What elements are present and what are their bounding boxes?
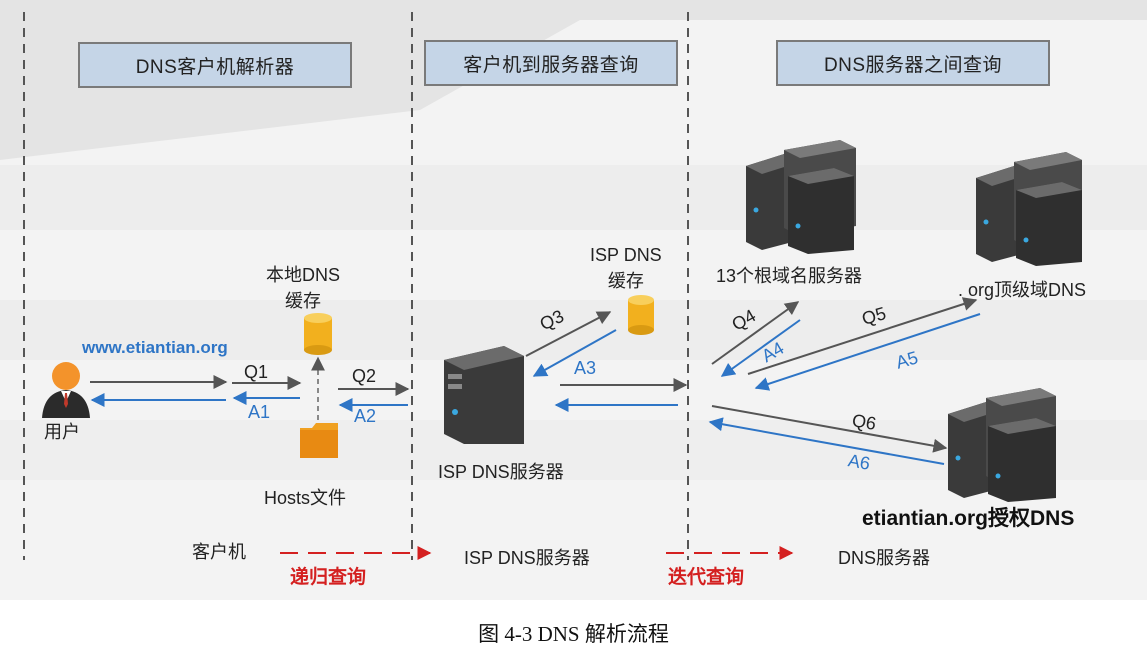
label-a2: A2 bbox=[354, 406, 377, 426]
auth-dns-label: etiantian.org授权DNS bbox=[862, 507, 1075, 530]
local-cache-label: 本地DNS 缓存 bbox=[266, 265, 341, 311]
bottom-isp-server-label: ISP DNS服务器 bbox=[464, 548, 590, 568]
iterative-query-label: 迭代查询 bbox=[668, 567, 745, 588]
arrow-a4 bbox=[720, 319, 801, 377]
label-q6: Q6 bbox=[850, 410, 878, 434]
hosts-file-label: Hosts文件 bbox=[264, 488, 347, 508]
header-client-to-server: 客户机到服务器查询 bbox=[424, 40, 678, 86]
arrow-q4 bbox=[711, 301, 800, 365]
recursive-query-label: 递归查询 bbox=[290, 567, 367, 588]
background-bands bbox=[0, 0, 1147, 560]
header-between-servers: DNS服务器之间查询 bbox=[776, 40, 1050, 86]
arrow-q3 bbox=[525, 311, 612, 357]
isp-server-icon bbox=[444, 346, 524, 444]
arrow-a3 bbox=[532, 329, 617, 377]
auth-dns-servers-icon bbox=[948, 388, 1056, 502]
label-q2: Q2 bbox=[352, 366, 377, 386]
label-a6: A6 bbox=[846, 450, 872, 474]
root-servers-icon bbox=[746, 140, 856, 254]
local-cache-icon bbox=[304, 313, 332, 355]
label-a1: A1 bbox=[248, 402, 271, 422]
bottom-dns-server-label: DNS服务器 bbox=[838, 548, 931, 568]
label-q1: Q1 bbox=[244, 362, 269, 382]
arrow-a5 bbox=[754, 313, 981, 391]
isp-cache-icon bbox=[628, 295, 654, 335]
arrow-q5 bbox=[747, 297, 978, 375]
org-tld-label: . org顶级域DNS bbox=[958, 280, 1087, 300]
isp-cache-label: ISP DNS 缓存 bbox=[590, 245, 662, 291]
label-a3: A3 bbox=[574, 358, 597, 378]
flow-arrows bbox=[90, 297, 981, 560]
user-label: 用户 bbox=[44, 422, 80, 442]
folder-icon bbox=[300, 423, 338, 458]
isp-server-label: ISP DNS服务器 bbox=[438, 462, 564, 482]
user-icon bbox=[42, 362, 90, 418]
arrow-q6 bbox=[711, 405, 948, 453]
root-servers-label: 13个根域名服务器 bbox=[716, 266, 863, 286]
org-tld-servers-icon bbox=[976, 152, 1082, 266]
header-client-resolver: DNS客户机解析器 bbox=[78, 42, 352, 88]
url-label: www.etiantian.org bbox=[82, 338, 228, 357]
figure-caption: 图 4-3 DNS 解析流程 bbox=[478, 622, 669, 646]
bottom-client-label: 客户机 bbox=[192, 542, 246, 562]
arrow-a6 bbox=[708, 417, 945, 465]
diagram-canvas: DNS客户机解析器 客户机到服务器查询 DNS服务器之间查询 用户 www.et… bbox=[0, 0, 1147, 600]
